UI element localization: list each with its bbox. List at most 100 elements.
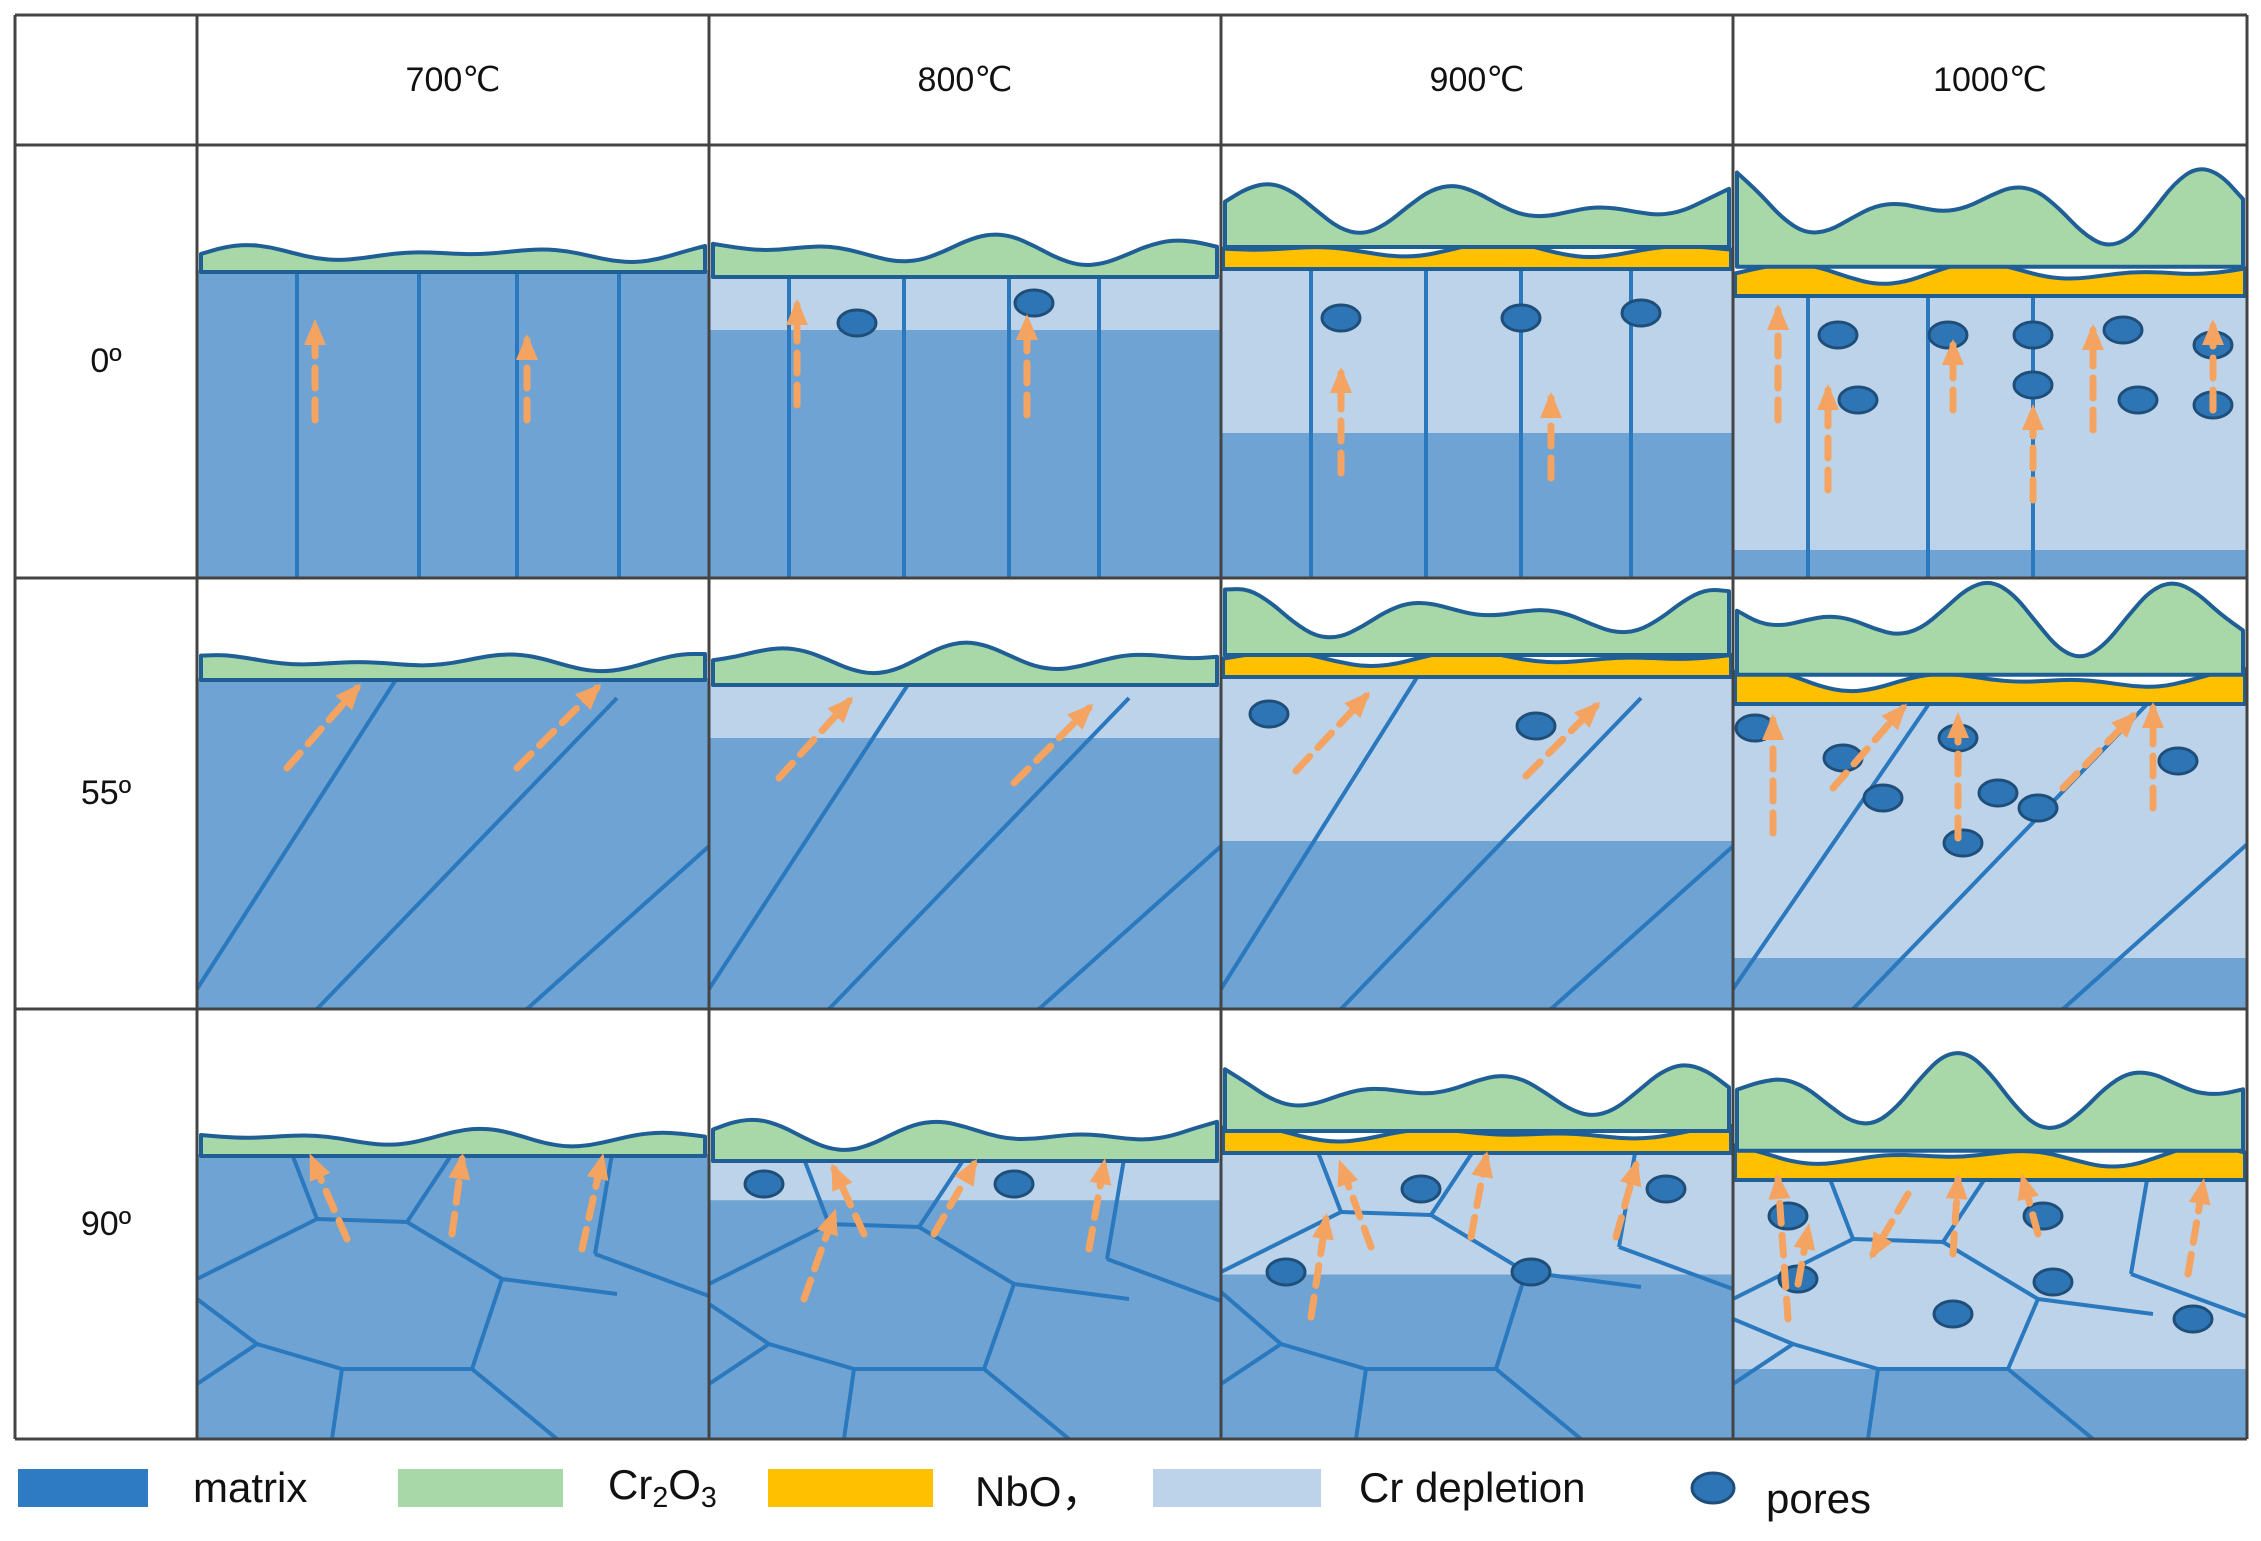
- grain-boundary: [2130, 1272, 2247, 1319]
- pore: [2157, 746, 2199, 776]
- cell-content: [1221, 182, 1733, 578]
- grain-boundary: [1733, 696, 1935, 991]
- grain-boundary: [982, 1283, 1016, 1370]
- grain-boundary: [1494, 1271, 1528, 1370]
- diffusion-arrow-head: [304, 319, 326, 345]
- pore: [1862, 783, 1904, 813]
- cell-content: [1733, 580, 2247, 1009]
- grain-boundary: [709, 1302, 771, 1346]
- grain-boundary: [1941, 1172, 1990, 1244]
- diffusion-arrow-shaft: [830, 1165, 868, 1238]
- grain-boundary: [1429, 1145, 1478, 1217]
- depletion-zone: [1221, 671, 1733, 841]
- cell-1-2: [1221, 587, 1733, 1009]
- pore: [2012, 320, 2054, 350]
- pore: [1400, 1174, 1442, 1204]
- pore: [1942, 828, 1984, 858]
- cell-2-1: [709, 1117, 1221, 1439]
- grain-boundary: [290, 1153, 319, 1220]
- cell-content: [709, 1117, 1221, 1439]
- grain-boundary: [405, 1220, 504, 1281]
- pore: [2172, 1304, 2214, 1334]
- legend-item-depletion: Cr depletion: [1153, 1458, 1585, 1518]
- pore: [743, 1169, 785, 1199]
- matrix-region: [197, 1154, 709, 1439]
- diffusion-arrow-head: [1016, 314, 1038, 340]
- matrix-region: [197, 678, 709, 1009]
- nbo-layer: [1733, 667, 2247, 706]
- diffusion-arrow-head: [1768, 1173, 1791, 1200]
- diffusion-arrow-head: [586, 1153, 609, 1181]
- diffusion-arrow-shaft: [283, 684, 361, 772]
- cell-2-2: [1221, 1063, 1733, 1439]
- legend-label-depletion: Cr depletion: [1359, 1464, 1586, 1511]
- cr2o3-layer: [711, 232, 1219, 279]
- diffusion-arrow-head: [1620, 1159, 1642, 1188]
- pore: [1927, 320, 1969, 350]
- temperature-header: 900℃: [1429, 61, 1525, 99]
- cr2o3-layer: [1735, 1051, 2245, 1153]
- diffusion-arrow-head: [1947, 712, 1969, 738]
- cell-content: [1221, 1063, 1733, 1439]
- grain-boundary: [2061, 841, 2247, 1009]
- depletion-zone: [1733, 698, 2247, 958]
- depletion-zone: [1221, 1147, 1733, 1275]
- diffusion-arrow-head: [1817, 384, 1839, 410]
- cell-0-0: [197, 243, 709, 578]
- grain-boundary: [2006, 1367, 2095, 1439]
- cell-2-3: [1733, 1051, 2247, 1439]
- grain-boundary: [316, 1217, 408, 1224]
- diffusion-arrow-head: [954, 1158, 977, 1187]
- grain-boundary: [1105, 1158, 1126, 1260]
- cell-1-0: [197, 651, 709, 1009]
- diffusion-arrow-head: [575, 683, 602, 710]
- cr2o3-layer: [1223, 1063, 1731, 1133]
- diffusion-arrow-head: [2111, 711, 2138, 739]
- diffusion-arrow-shaft: [1869, 1190, 1912, 1258]
- grain-boundary: [1733, 1342, 1795, 1386]
- cell-content: [197, 243, 709, 578]
- grain-boundary: [1866, 1368, 1880, 1439]
- angle-row-label: 0º: [90, 342, 122, 380]
- legend-item-pores: pores: [1688, 1458, 1871, 1522]
- cell-0-2: [1221, 182, 1733, 578]
- depletion-swatch: [1153, 1469, 1321, 1507]
- diffusion-arrow-head: [1344, 691, 1371, 719]
- diffusion-arrow-shaft: [1774, 1175, 1792, 1323]
- pore: [1320, 303, 1362, 333]
- grain-boundary: [1852, 1237, 1944, 1244]
- diffusion-arrow-head: [309, 1153, 331, 1182]
- cell-content: [709, 232, 1221, 578]
- grain-boundary: [1339, 696, 1643, 1009]
- grain-boundary: [1792, 1342, 1879, 1371]
- grain-boundary: [501, 1277, 618, 1296]
- cell-1-1: [709, 640, 1221, 1009]
- diffusion-arrow-head: [448, 1153, 471, 1181]
- grain-boundary: [828, 1222, 920, 1229]
- diffusion-arrow-head: [831, 1163, 853, 1192]
- grain-boundary: [1733, 1317, 1794, 1346]
- nbo-layer: [1733, 1143, 2247, 1182]
- pore: [1767, 1201, 1809, 1231]
- diffusion-arrow-head: [2017, 1173, 2039, 1202]
- grain-boundary: [470, 1278, 504, 1370]
- grain-boundary: [1221, 1342, 1283, 1386]
- diffusion-arrow-head: [1767, 304, 1789, 330]
- pore: [2017, 793, 2059, 823]
- legend-item-nbo: NbO，: [768, 1458, 1103, 1518]
- legend-label-pores: pores: [1766, 1475, 1872, 1522]
- diffusion-arrow-head: [516, 334, 538, 360]
- legend: matrix Cr2O3 NbO， Cr depletion pores: [0, 1440, 2261, 1540]
- cr2o3-layer: [1735, 167, 2245, 269]
- grain-boundary: [1618, 1245, 1733, 1292]
- diffusion-arrow-head: [2142, 702, 2164, 728]
- pore: [993, 1169, 1035, 1199]
- cr2o3-layer: [711, 640, 1219, 687]
- grain-boundary: [709, 681, 911, 991]
- diffusion-arrow-head: [1089, 1158, 1112, 1186]
- cr2o3-layer: [1735, 580, 2245, 677]
- diffusion-arrow-head: [1945, 1173, 1968, 1200]
- diffusion-arrow-head: [2188, 1178, 2211, 1206]
- cell-content: [197, 1126, 709, 1439]
- diffusion-arrow-head: [2202, 319, 2224, 345]
